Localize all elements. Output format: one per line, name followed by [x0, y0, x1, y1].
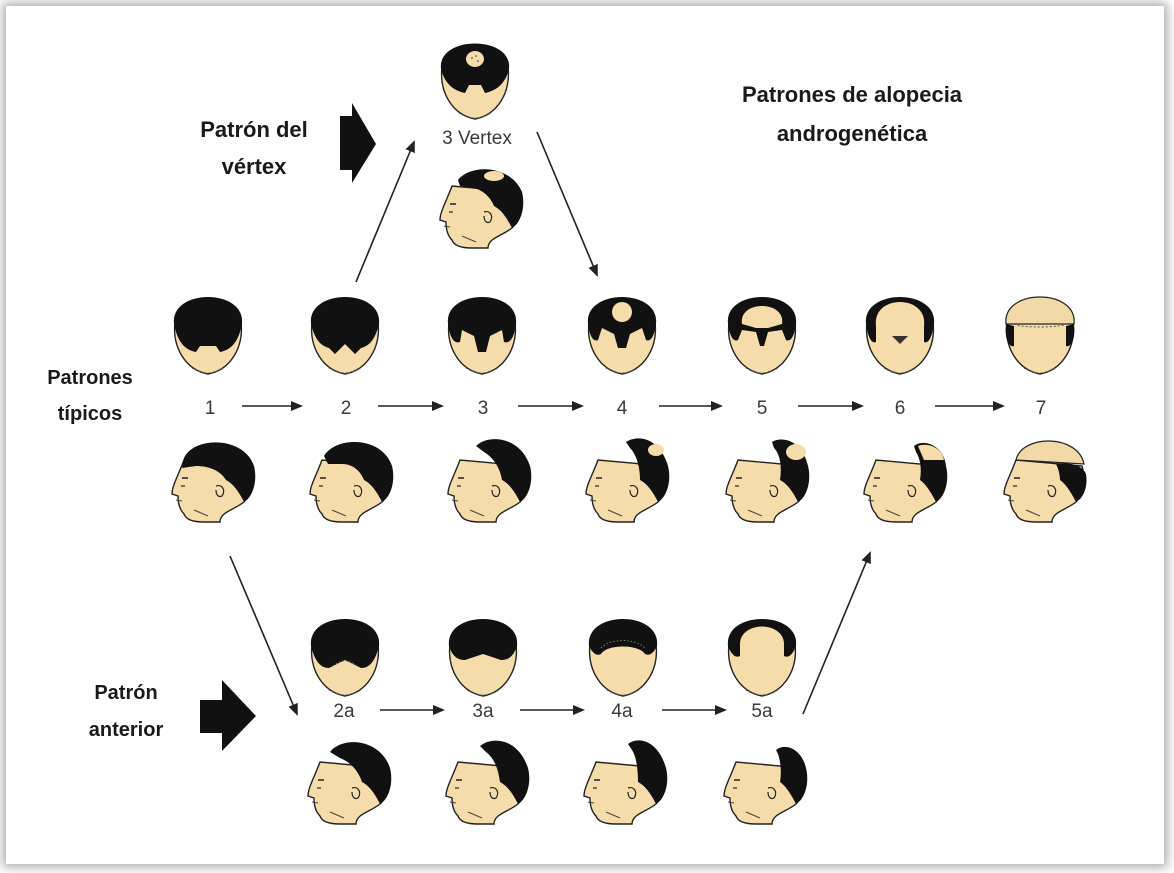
anterior-pattern-label-1: Patrón [94, 682, 157, 704]
typical-patterns-label-2: típicos [58, 403, 122, 425]
arrow-5a-to-6 [802, 551, 871, 715]
stage-label-4a: 4a [611, 701, 633, 722]
stage-label-4: 4 [617, 398, 628, 419]
stage-label-3-vertex: 3 Vertex [442, 128, 512, 149]
head-top-2a [310, 619, 380, 697]
head-top-7 [1005, 296, 1075, 375]
head-side-4a [583, 740, 668, 825]
head-side-7 [1003, 440, 1087, 523]
stage-label-2a: 2a [333, 701, 355, 722]
stage-label-2: 2 [341, 398, 352, 419]
anterior-pattern-label-2: anterior [89, 719, 164, 741]
head-side-2 [309, 442, 394, 523]
head-top-vertex [440, 43, 510, 120]
head-side-4 [585, 438, 670, 523]
stage-label-7: 7 [1036, 398, 1047, 419]
vertex-block-arrow [340, 103, 376, 183]
stage-label-5a: 5a [751, 701, 773, 722]
head-top-4a [588, 619, 658, 697]
head-side-1 [171, 442, 256, 523]
title-line-2: androgenética [777, 121, 928, 146]
anterior-block-arrow [200, 680, 256, 751]
vertex-pattern-label-1: Patrón del [200, 117, 308, 142]
head-side-3a [445, 740, 530, 825]
typical-patterns-label-1: Patrones [47, 367, 133, 389]
head-top-3 [447, 297, 517, 375]
flow-arrows [229, 131, 1005, 716]
head-side-2a [307, 742, 392, 825]
stage-label-5: 5 [757, 398, 768, 419]
diagram-frame [6, 6, 1164, 864]
stage-label-1: 1 [205, 398, 216, 419]
vertex-pattern-label-2: vértex [222, 154, 288, 179]
arrow-vertex-to-4 [536, 131, 598, 277]
head-side-5a [723, 746, 808, 825]
head-side-vertex [439, 169, 524, 249]
arrow-1-to-2a [229, 555, 298, 716]
stage-label-3: 3 [478, 398, 489, 419]
stage-label-3a: 3a [472, 701, 494, 722]
head-top-3a [448, 619, 518, 697]
stage-label-6: 6 [895, 398, 906, 419]
title-line-1: Patrones de alopecia [742, 82, 963, 107]
head-side-6 [863, 442, 948, 523]
head-side-3 [447, 439, 532, 523]
head-side-5 [725, 439, 810, 523]
head-top-5a [727, 619, 797, 697]
head-top-5 [727, 297, 797, 375]
head-top-2 [310, 297, 380, 375]
arrow-2-to-vertex [355, 140, 415, 283]
head-top-1 [173, 297, 243, 375]
head-top-4 [587, 297, 657, 375]
head-top-6 [865, 297, 935, 375]
